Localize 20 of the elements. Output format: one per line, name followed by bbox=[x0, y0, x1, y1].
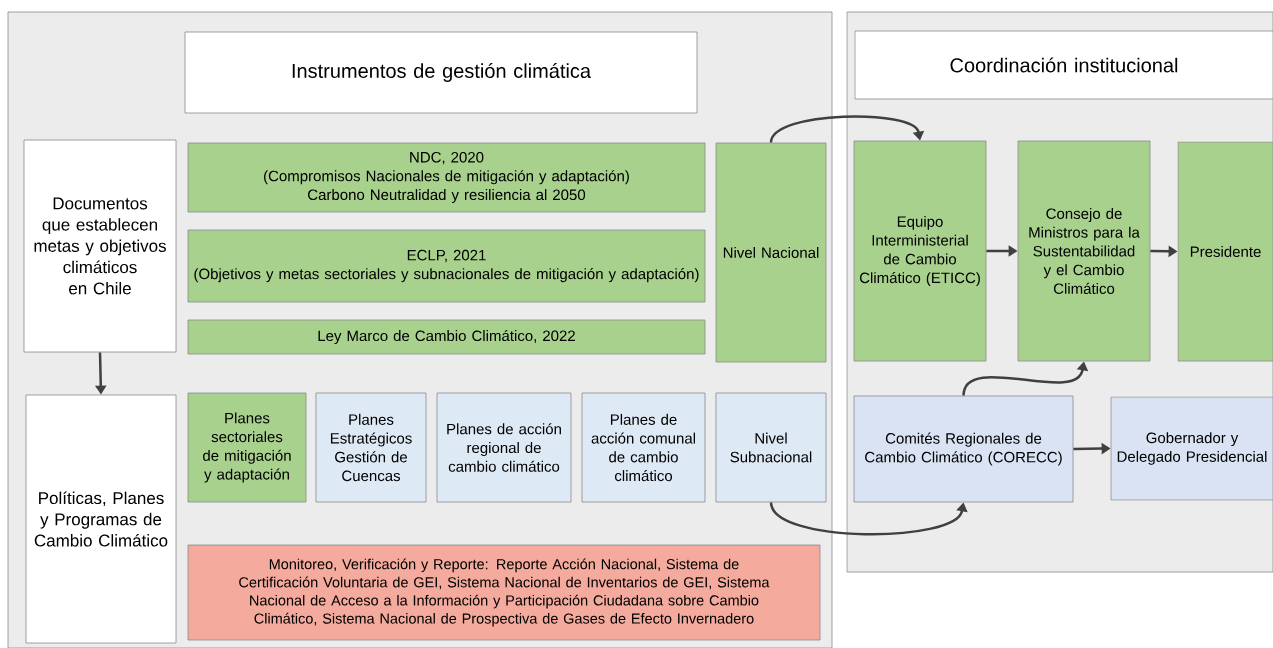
process-box: Comités Regionales de Cambio Climático (CORECC) bbox=[853, 395, 1074, 503]
process-box: ECLP, 2021 (Objetivos y metas sectoriales y subnacionales de mitigación y adaptación) bbox=[187, 229, 706, 303]
process-box: Monitoreo, Verificación y Reporte: Reporte Acción Nacional, Sistema de Certificación Voluntaria de GEI, Sistema Nacional de Inventarios de GEI, Sistema Nacional de Acceso a la Información y Participación Ciudadana sobre Cambio Climático, Sistema Nacional de Prospectiva de Gases de Efecto Invernadero bbox=[187, 544, 821, 641]
text-box: Documentos que establecen metas y objetivos climáticos en Chile bbox=[23, 139, 177, 353]
process-box: Planes sectoriales de mitigación y adaptación bbox=[187, 392, 307, 503]
process-box: Nivel Nacional bbox=[715, 142, 827, 363]
process-box: Nivel Subnacional bbox=[715, 392, 827, 503]
process-box: Presidente bbox=[1177, 141, 1273, 362]
process-box: Ley Marco de Cambio Climático, 2022 bbox=[187, 319, 706, 355]
process-box: NDC, 2020 (Compromisos Nacionales de mitigación y adaptación) Carbono Neutralidad y resiliencia al 2050 bbox=[187, 142, 706, 213]
title-box: Coordinación institucional bbox=[854, 30, 1273, 100]
process-box: Planes Estratégicos Gestión de Cuencas bbox=[315, 392, 427, 503]
arrow bbox=[769, 115, 925, 144]
text-box: Políticas, Planes y Programas de Cambio Climático bbox=[25, 394, 177, 644]
process-box: Planes de acción comunal de cambio climático bbox=[581, 392, 706, 503]
process-box: Gobernador y Delegado Presidencial bbox=[1110, 396, 1273, 501]
process-box: Planes de acción regional de cambio climático bbox=[436, 392, 572, 503]
title-box: Instrumentos de gestión climática bbox=[184, 31, 698, 114]
process-box: Equipo Interministerial de Cambio Climático (ETICC) bbox=[853, 140, 987, 362]
process-box: Consejo de Ministros para la Sustentabilidad y el Cambio Climático bbox=[1017, 140, 1151, 362]
